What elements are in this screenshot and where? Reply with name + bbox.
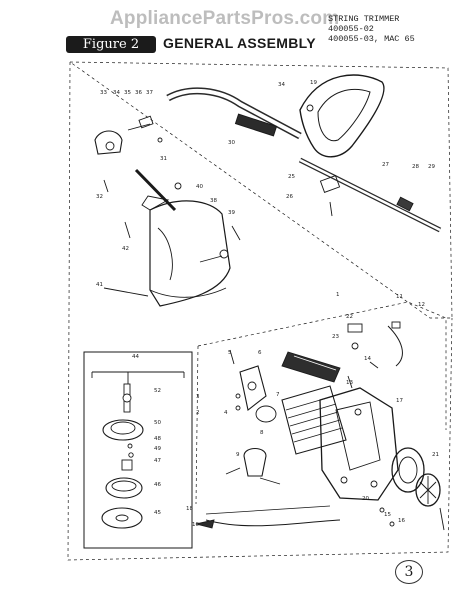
watermark: AppliancePartsPros.com <box>110 8 340 29</box>
callout-1: 1 <box>336 292 340 298</box>
callout-20: 20 <box>362 496 369 502</box>
callout-45: 45 <box>154 510 161 516</box>
callout-8: 8 <box>260 430 264 436</box>
engine-housing <box>319 387 399 501</box>
callout-6: 6 <box>258 350 262 356</box>
page-number: 3 <box>395 560 423 584</box>
callout-26: 26 <box>286 194 293 200</box>
guard-clamp <box>94 130 123 155</box>
callout-34: 34 <box>113 90 120 96</box>
callout-28: 28 <box>412 164 419 170</box>
warning-label <box>234 113 278 137</box>
callout-52: 52 <box>154 388 161 394</box>
fuel-line <box>205 505 331 515</box>
callout-46: 46 <box>154 482 161 488</box>
callout-47: 47 <box>154 458 161 464</box>
callout-12: 12 <box>418 302 425 308</box>
callout-16: 16 <box>398 518 405 524</box>
callout-44: 44 <box>132 354 139 360</box>
starter-pulley <box>391 447 425 493</box>
callout-48: 48 <box>154 436 161 442</box>
callout-33: 33 <box>100 90 107 96</box>
callout-11: 11 <box>396 294 403 300</box>
callout-17: 17 <box>396 398 403 404</box>
assembly-outline <box>68 61 453 319</box>
callout-19: 19 <box>310 80 317 86</box>
figure-badge: Figure 2 <box>66 36 156 53</box>
callout-40: 40 <box>196 184 203 190</box>
callout-9: 9 <box>236 452 240 458</box>
grass-guard <box>149 200 231 307</box>
callout-25: 25 <box>288 174 295 180</box>
callout-42: 42 <box>122 246 129 252</box>
model-numbers-1: 400055-02 <box>328 24 374 34</box>
callout-3: 3 <box>196 394 200 400</box>
callout-23: 23 <box>332 334 339 340</box>
callout-36: 36 <box>135 90 142 96</box>
cylinder <box>281 385 347 455</box>
callout-50: 50 <box>154 420 161 426</box>
spool-base <box>101 507 143 529</box>
model-block: STRING TRIMMER 400055-02 400055-03, MAC … <box>328 14 415 44</box>
callout-15: 15 <box>384 512 391 518</box>
upper-shaft <box>166 87 302 140</box>
callout-22: 22 <box>346 314 353 320</box>
callout-31: 31 <box>160 156 167 162</box>
model-numbers-2: 400055-03, MAC 65 <box>328 34 415 44</box>
callout-29: 29 <box>428 164 435 170</box>
spool-cover <box>102 419 144 441</box>
callout-35: 35 <box>124 90 131 96</box>
callout-30: 30 <box>228 140 235 146</box>
callout-34b: 34 <box>278 82 285 88</box>
callout-39: 39 <box>228 210 235 216</box>
muffler <box>281 351 341 383</box>
callout-7: 7 <box>276 392 280 398</box>
callout-21: 21 <box>432 452 439 458</box>
carburetor <box>239 365 267 411</box>
callout-5: 5 <box>228 350 232 356</box>
callout-18: 18 <box>186 506 193 512</box>
callout-27: 27 <box>382 162 389 168</box>
starter-cover <box>415 473 441 507</box>
model-product: STRING TRIMMER <box>328 14 400 24</box>
callout-4: 4 <box>224 410 228 416</box>
callout-49: 49 <box>154 446 161 452</box>
spool-inset <box>83 351 193 549</box>
callout-10: 10 <box>192 522 199 528</box>
callout-37: 37 <box>146 90 153 96</box>
callout-14: 14 <box>364 356 371 362</box>
callout-41: 41 <box>96 282 103 288</box>
handle-loop <box>299 74 385 158</box>
callout-32: 32 <box>96 194 103 200</box>
spool <box>105 477 143 499</box>
figure-title: GENERAL ASSEMBLY <box>163 35 316 51</box>
callout-38: 38 <box>210 198 217 204</box>
callout-13: 13 <box>346 380 353 386</box>
callout-2: 2 <box>196 410 200 416</box>
